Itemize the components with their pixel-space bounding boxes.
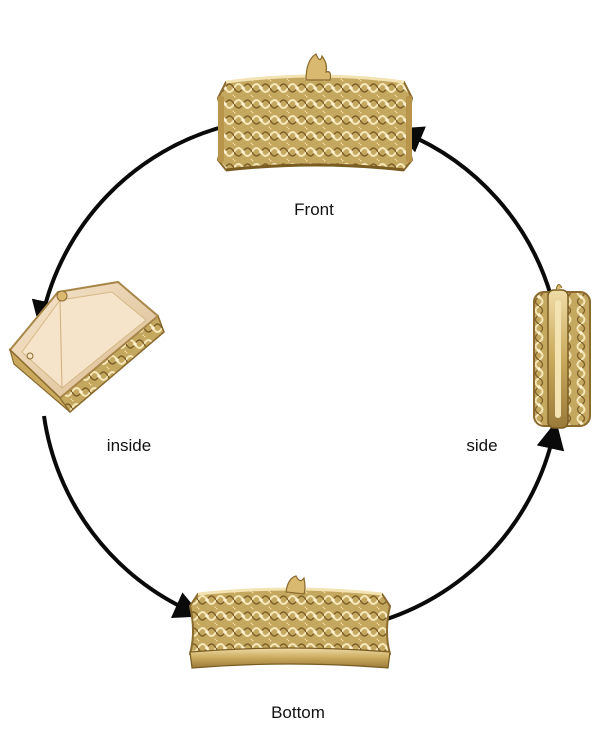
clutch-bottom-image xyxy=(188,575,392,669)
label-bottom: Bottom xyxy=(271,703,325,722)
label-inside: inside xyxy=(106,436,152,455)
arrow-bottom-to-side xyxy=(383,421,565,622)
label-side: side xyxy=(466,436,498,455)
arrow-side-to-front xyxy=(394,126,553,297)
arrow-inside-to-bottom xyxy=(42,415,203,618)
rotation-arrows xyxy=(31,124,565,622)
clutch-front-image xyxy=(216,53,414,172)
clutch-inside-image xyxy=(8,280,165,414)
clutch-side-image xyxy=(533,284,591,429)
arrow-front-to-inside xyxy=(31,124,227,329)
label-front: Front xyxy=(294,200,334,219)
